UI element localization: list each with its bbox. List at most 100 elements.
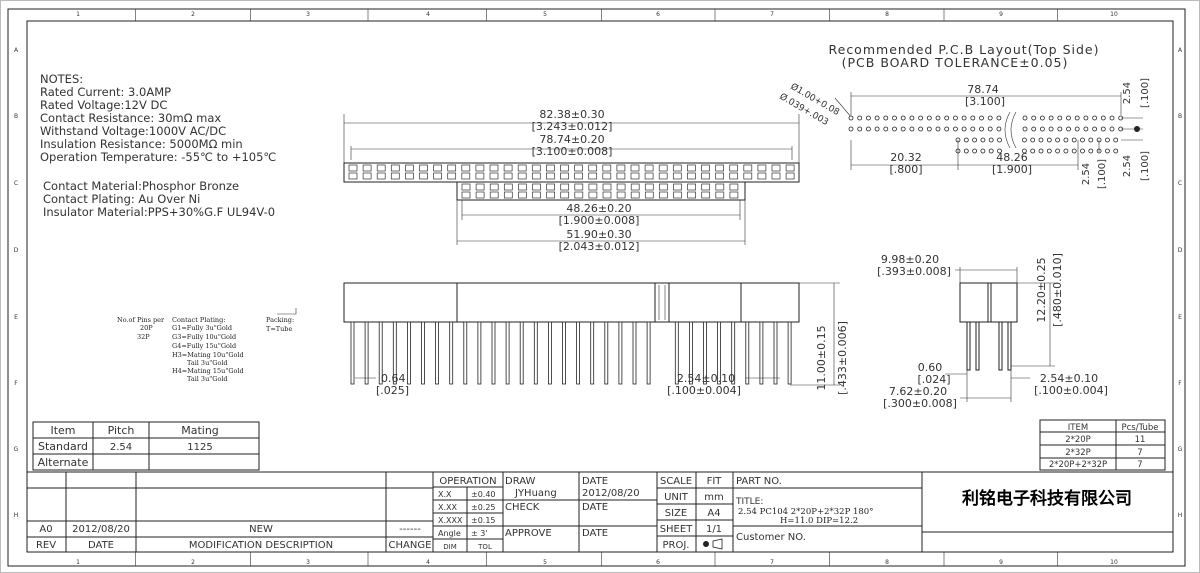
pcb-hole (1057, 115, 1063, 121)
pin-cavity (771, 164, 781, 172)
rev-header: REV (36, 540, 56, 551)
pcs-table-cell: 7 (1137, 448, 1142, 458)
pin-tail (392, 321, 397, 385)
pin-cavity (433, 164, 442, 172)
pin-cavity (376, 164, 386, 172)
dim-height: 11.00±0.15 (815, 325, 828, 390)
pin-tail (731, 321, 736, 385)
pcb-hole (857, 115, 863, 121)
pin-cavity (673, 183, 682, 191)
pin-cavity (687, 191, 696, 199)
pin-cavity (574, 172, 583, 180)
pin-cavity (390, 164, 400, 172)
approve-label: APPROVE (505, 528, 552, 539)
pin-tail (449, 321, 454, 385)
pin-cavity (405, 164, 414, 172)
pcb-hole (935, 115, 941, 121)
pcb-offset-in: [.800] (889, 163, 922, 176)
pcb-hole (1057, 126, 1063, 132)
pin-cavity (348, 164, 358, 172)
pin-cavity (419, 172, 428, 180)
side-view: 9.98±0.20 [.393±0.008] 12.20±0.25 [.480±… (877, 253, 1108, 410)
pin-tail (435, 321, 440, 385)
pcb-hole (1022, 148, 1027, 154)
pcb-hole (1055, 148, 1060, 154)
side-pin-in: [.024] (917, 373, 950, 386)
pin-cavity (362, 172, 372, 180)
zone-row-label: A (1178, 47, 1183, 54)
side-width: 9.98±0.20 (881, 253, 939, 266)
pcb-hole (944, 115, 950, 121)
pcb-hole (972, 137, 977, 143)
pcb-hole (1092, 115, 1097, 121)
pin-tail (548, 321, 552, 385)
material-line: Insulator Material:PPS+30%G.F UL94V-0 (43, 205, 275, 219)
pin-cavity (531, 164, 541, 172)
pins-option: 32P (137, 333, 150, 341)
pin-cavity (376, 172, 386, 180)
pcb-hole (1031, 126, 1037, 132)
pcb-hole (1030, 148, 1036, 154)
pcb-hole (1063, 137, 1069, 143)
pcb-hole (1113, 148, 1119, 154)
pins-title: No.of Pins per (117, 316, 165, 324)
pins-option: 20P (140, 324, 153, 332)
zone-col-label: 9 (999, 559, 1003, 566)
pin-cavity (616, 191, 626, 199)
pcb-offset: 20.32 (890, 151, 922, 164)
pitch-table-cell: Standard (38, 440, 88, 453)
pcb-hole (1022, 115, 1028, 121)
pcb-hole (980, 137, 986, 143)
date-label: DATE (582, 528, 608, 539)
pcb-hole (1038, 148, 1044, 154)
pcb-hole (953, 115, 958, 121)
pin-tail (463, 321, 468, 385)
plating-option: Tail 3u"Gold (187, 375, 228, 383)
dim-label: DIM (443, 543, 457, 551)
plating-title: Contact Plating: (172, 316, 225, 324)
pitch-table-header: Mating (181, 424, 219, 437)
pcb-hole (1022, 137, 1027, 143)
date-label: DATE (582, 502, 608, 513)
pin-cavity (532, 191, 541, 199)
pin-cavity (546, 183, 555, 191)
pcb-hole (970, 126, 976, 132)
pcb-total-in: [3.100] (965, 95, 1005, 108)
plating-option: Tail 3u"Gold (187, 359, 228, 367)
pcb-hole (979, 115, 984, 121)
pin-cavity (630, 183, 640, 191)
pitch-table-cell: Alternate (38, 456, 89, 469)
pcb-hole (1088, 137, 1094, 143)
zone-col-label: 10 (1110, 559, 1118, 566)
pcb-hole (1109, 115, 1115, 121)
pcb-hole (1100, 126, 1106, 132)
dim-height-in: [.433±0.006] (836, 321, 849, 395)
pcb-hole (1080, 137, 1085, 143)
pin-cavity (729, 191, 739, 199)
pcb-hole (961, 115, 967, 121)
dim-82-38: 82.38±0.30 (539, 108, 604, 121)
zone-row-label: B (14, 113, 18, 120)
pin-cavity (715, 191, 725, 199)
pcb-hole (1063, 148, 1069, 154)
note-line: Withstand Voltage:1000V AC/DC (40, 124, 226, 138)
pcb-pitch-row-in: [.100] (1097, 159, 1108, 189)
pitch-table: Item Pitch Mating Standard 2.54 1125 Alt… (32, 421, 260, 471)
pin-cavity (729, 164, 739, 172)
zone-col-label: 6 (656, 11, 660, 18)
pcb-hole (953, 126, 958, 132)
zone-col-label: 2 (191, 11, 195, 18)
pin-cavity (658, 172, 668, 180)
ordering-info: No.of Pins per 20P 32P Contact Plating: … (117, 308, 297, 383)
pcs-table: ITEM Pcs/Tube 2*20P 11 2*32P 7 2*20P+2*3… (1039, 419, 1166, 471)
dim-78-74-in: [3.100±0.008] (532, 145, 613, 158)
pcb-hole (1031, 115, 1037, 121)
pin-tail (703, 321, 707, 385)
pin-cavity (475, 191, 485, 199)
top-view: 82.38±0.30 [3.243±0.012] 78.74±0.20 [3.1… (343, 108, 800, 253)
pcb-hole (1066, 126, 1071, 132)
pin-cavity (574, 191, 584, 199)
check-label: CHECK (505, 502, 540, 513)
pin-cavity (687, 164, 696, 172)
pin-cavity (447, 164, 457, 172)
